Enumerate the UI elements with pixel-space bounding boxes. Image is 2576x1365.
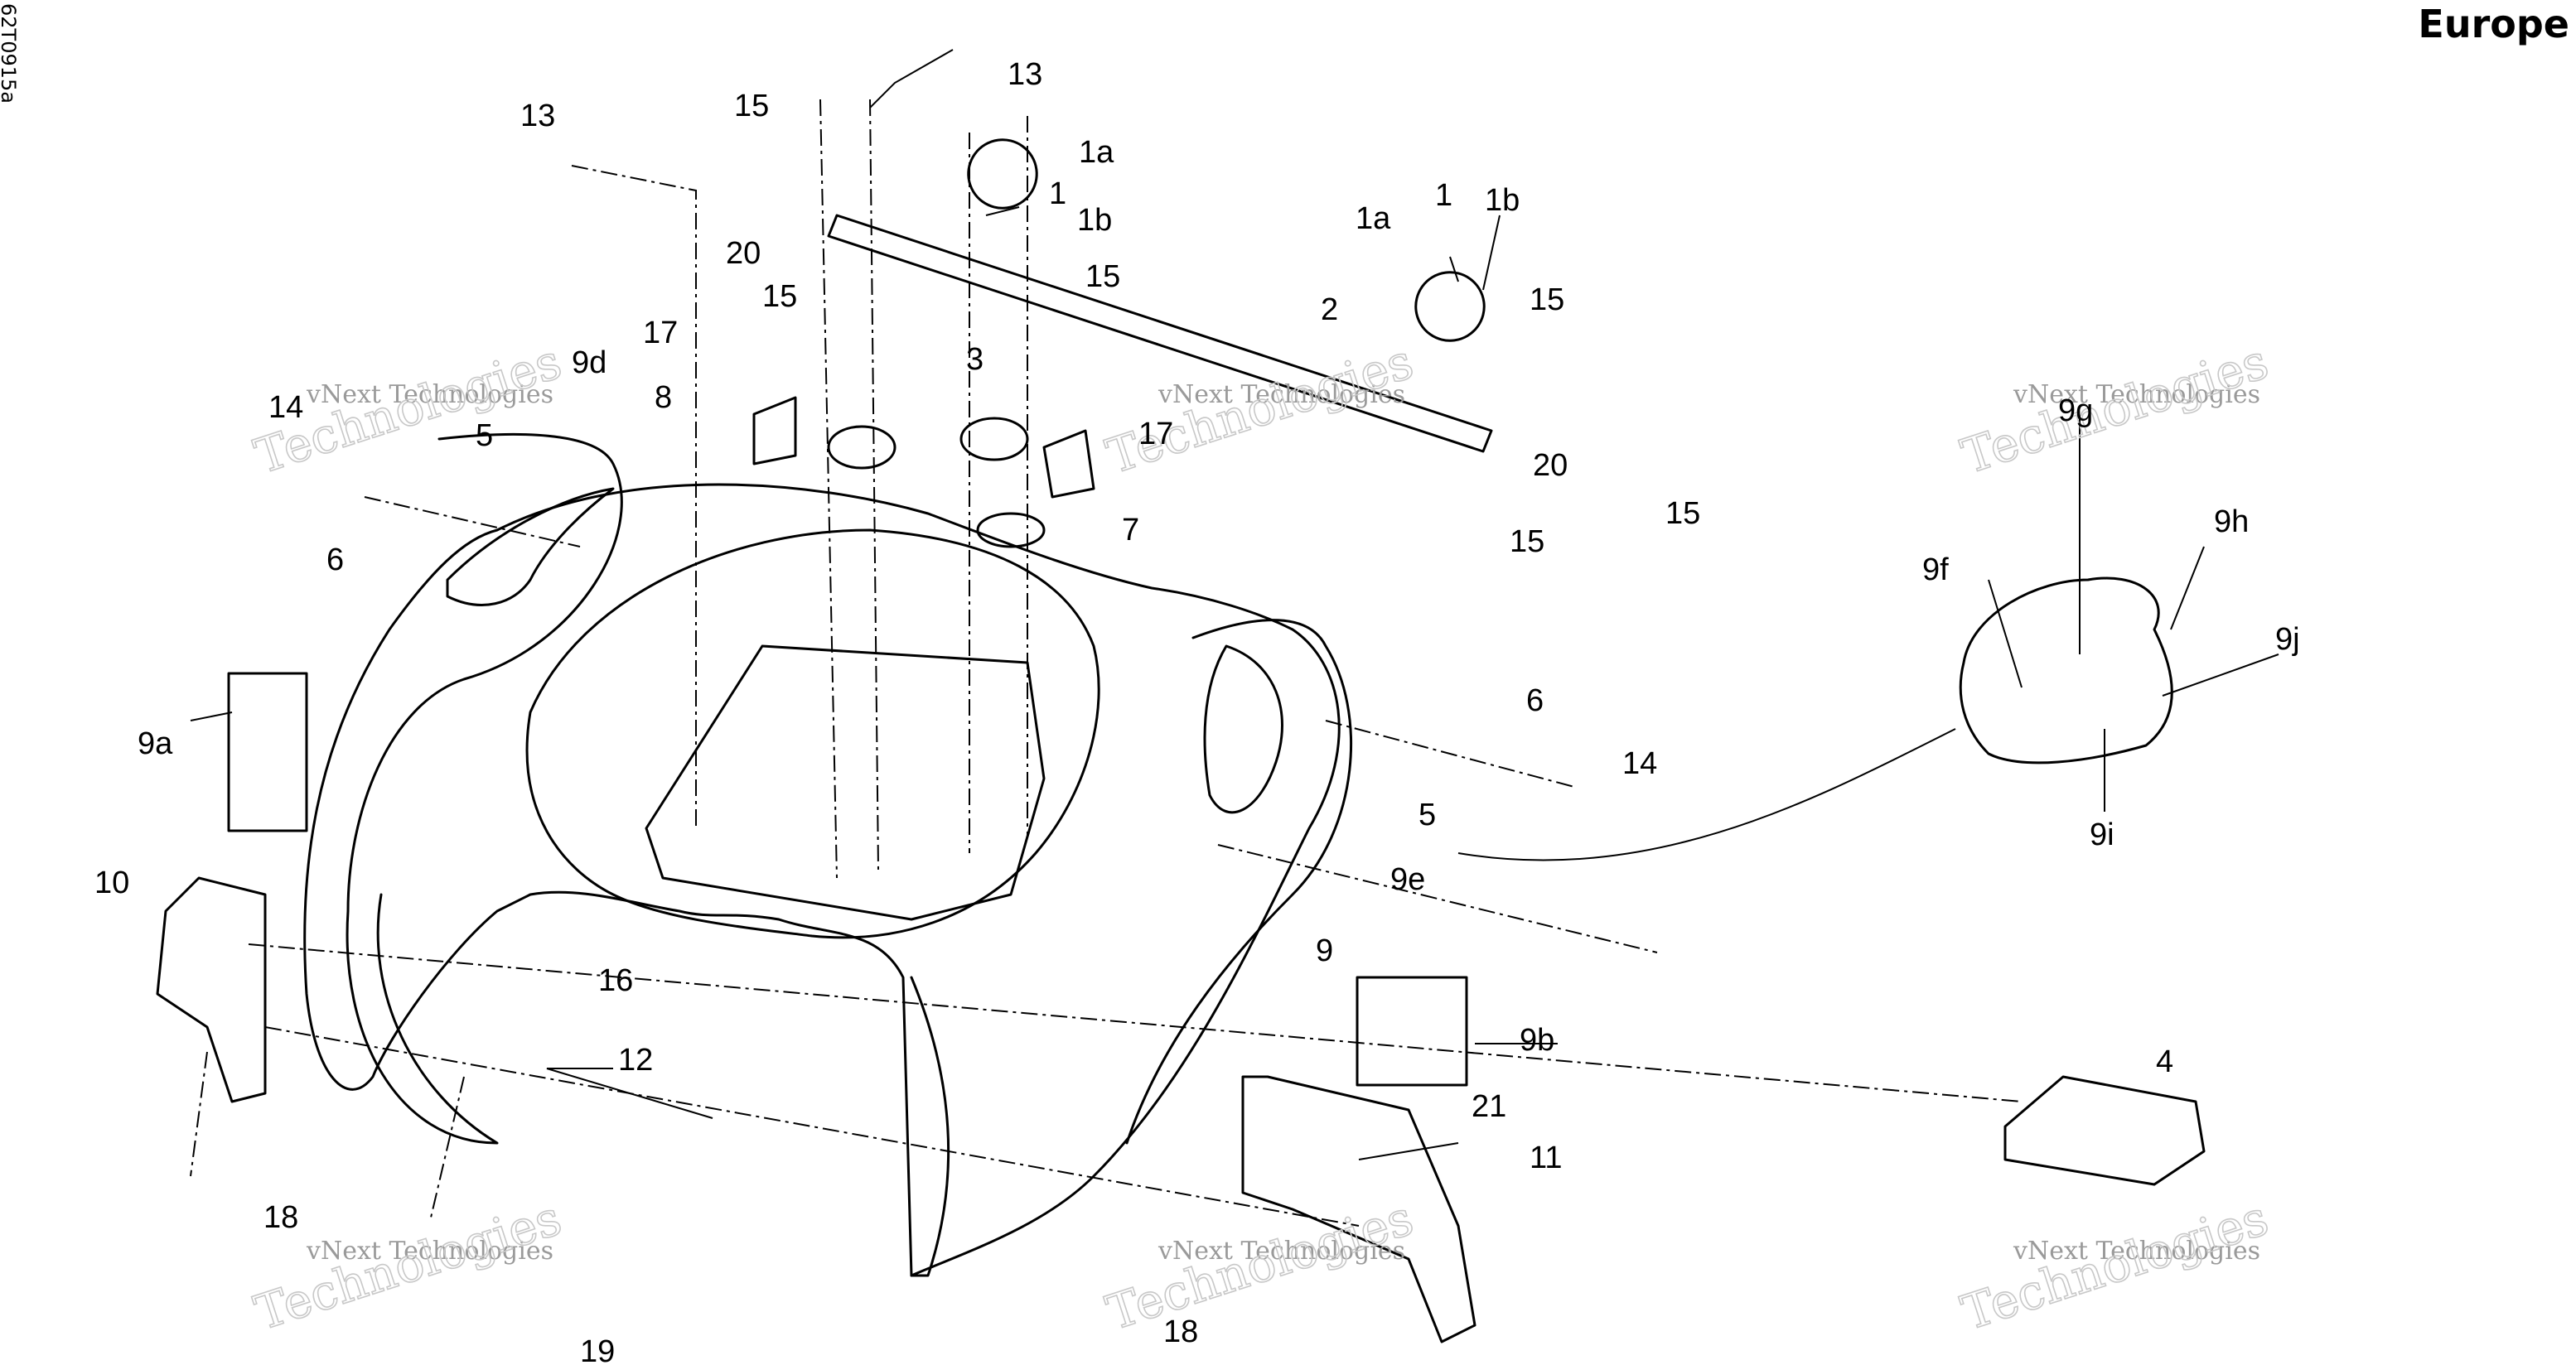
grommet-right [959,417,1029,461]
callout-1a-right: 1a [1356,201,1391,236]
callout-9h: 9h [2214,504,2249,539]
callout-15-b: 15 [1085,259,1120,294]
callout-5-right: 5 [1418,798,1436,832]
callout-labels: 1 1 1a 1a 1b 1b 2 3 4 5 5 6 6 7 8 9 9a 9… [94,57,2300,1365]
callout-20-right: 20 [1533,448,1568,483]
callout-1-left: 1 [1049,176,1066,211]
callout-8: 8 [655,380,672,415]
callout-12: 12 [618,1043,653,1078]
svg-text:vNext Technologies: vNext Technologies [306,1237,553,1266]
callout-5-left: 5 [476,418,493,453]
callout-16: 16 [598,963,633,998]
callout-6-right: 6 [1526,683,1544,718]
callout-19: 19 [580,1334,615,1365]
callout-15-d: 15 [1530,282,1564,317]
svg-text:vNext Technologies: vNext Technologies [2013,1237,2260,1266]
callout-17-left: 17 [643,316,678,350]
callout-2: 2 [1321,292,1338,327]
callout-9e: 9e [1390,862,1425,897]
callout-6-left: 6 [326,543,344,577]
callout-13-left: 13 [520,99,555,133]
callout-15-a: 15 [734,89,769,123]
callout-14-left: 14 [268,390,303,425]
svg-text:vNext Technologies: vNext Technologies [1158,380,1405,409]
callout-9g: 9g [2058,393,2093,428]
callout-9b: 9b [1520,1023,1554,1058]
callout-1a-left: 1a [1079,135,1114,170]
grommet-left [827,425,897,470]
callout-9j: 9j [2275,622,2300,657]
part-11-cover [1241,1075,1476,1343]
region-label: Europe [2418,2,2569,46]
callout-1b-left: 1b [1077,203,1112,238]
callout-10: 10 [94,866,129,900]
bracket-part-8 [752,396,797,465]
storage-tray [645,644,1046,921]
right-graphic [1203,644,1283,814]
right-bracket-1a [1414,271,1486,342]
svg-text:vNext Technologies: vNext Technologies [1158,1237,1405,1266]
callout-9: 9 [1316,933,1333,968]
svg-text:vNext Technologies: vNext Technologies [306,380,553,409]
callout-21: 21 [1472,1089,1506,1124]
left-graphic [446,487,615,606]
callout-20-left: 20 [726,236,761,271]
callout-11: 11 [1530,1141,1562,1175]
callout-15-f: 15 [1665,496,1700,531]
left-bracket-1a [967,138,1038,210]
callout-14-right: 14 [1622,746,1657,781]
callout-3: 3 [966,342,984,377]
front-skirt [910,976,950,1277]
body-shell [303,483,1341,1277]
callout-15-e: 15 [1510,524,1544,559]
cover-9f-9j [1959,576,2173,764]
right-side-panel [1125,619,1353,1145]
callout-15-c: 15 [762,279,797,314]
callout-17-right: 17 [1138,417,1173,451]
callout-9d: 9d [572,345,607,380]
decal-9b [1356,976,1468,1087]
grommet-lower [976,512,1046,548]
watermark-group: vNext Technologies Technologies vNext Te… [248,332,2276,1342]
seat-opening [525,528,1100,939]
callout-13-top: 13 [1008,57,1042,92]
callout-4: 4 [2156,1044,2173,1079]
handlebar-tube [827,214,1493,453]
part-4-pad [2003,1075,2206,1186]
decal-9a [227,672,308,832]
callout-18-left: 18 [263,1200,298,1235]
callout-7: 7 [1122,513,1139,547]
left-side-panel [346,432,623,1145]
callout-1b-right: 1b [1485,183,1520,218]
part-10-bracket [156,876,267,1103]
callout-18-right: 18 [1163,1314,1198,1349]
callout-1-right: 1 [1435,178,1452,213]
bracket-part-7 [1042,429,1095,499]
svg-text:vNext Technologies: vNext Technologies [2013,380,2260,409]
callout-9a: 9a [138,726,173,761]
callout-9f: 9f [1922,552,1949,587]
callout-9i: 9i [2090,818,2114,852]
